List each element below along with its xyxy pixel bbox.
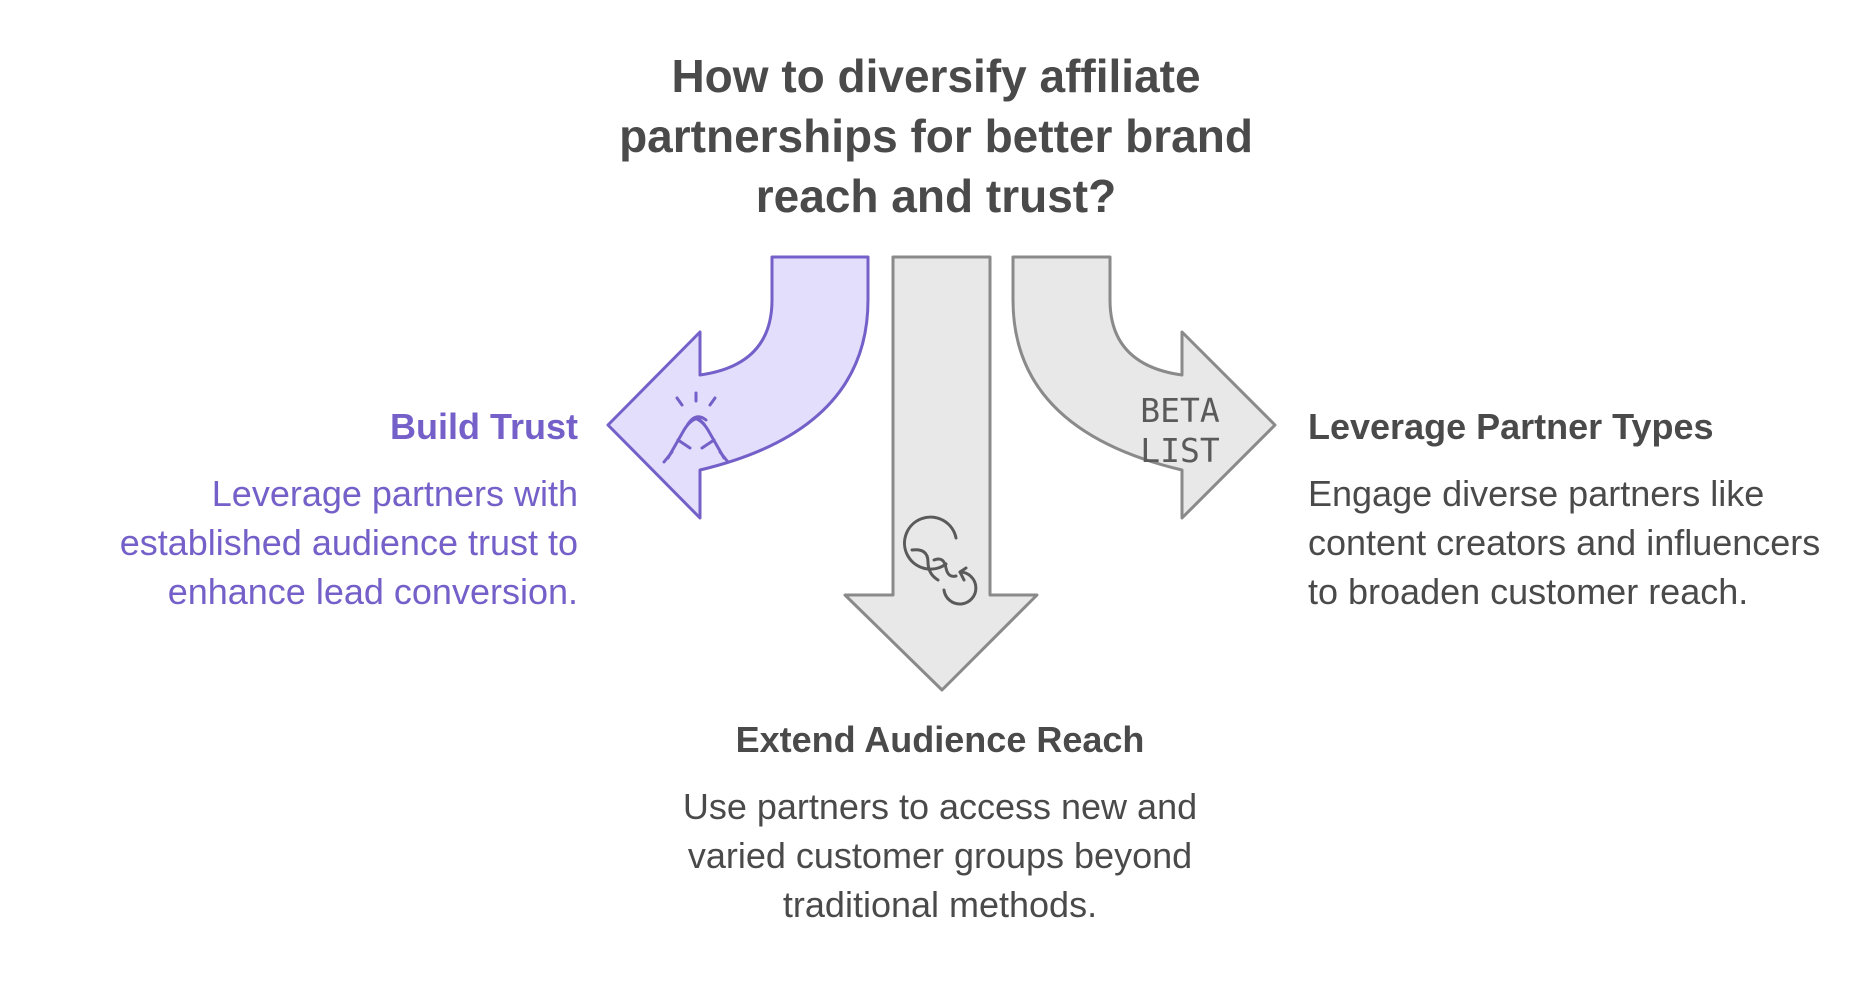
extend-reach-heading: Extend Audience Reach <box>735 719 1145 760</box>
svg-text:BETA: BETA <box>1140 391 1220 430</box>
diagram-title: How to diversify affiliate partnerships … <box>619 50 1253 222</box>
svg-text:LIST: LIST <box>1140 431 1220 470</box>
extend-reach-arrow <box>843 255 1039 692</box>
leverage-partners-description: Engage diverse partners like content cre… <box>1308 473 1821 612</box>
leverage-partners-heading: Leverage Partner Types <box>1308 406 1714 447</box>
handshake-icon <box>662 391 730 464</box>
extend-reach-block: Extend Audience Reach Use partners to ac… <box>640 718 1240 929</box>
build-trust-description: Leverage partners with established audie… <box>119 473 578 612</box>
extend-reach-description: Use partners to access new and varied cu… <box>682 786 1198 925</box>
beta-list-icon: BETA LIST <box>1140 391 1220 470</box>
globe-refresh-icon <box>903 515 978 606</box>
build-trust-arrow <box>606 255 870 520</box>
build-trust-block: Build Trust Leverage partners with estab… <box>40 405 578 616</box>
leverage-partners-block: Leverage Partner Types Engage diverse pa… <box>1308 405 1848 616</box>
build-trust-heading: Build Trust <box>390 406 578 447</box>
leverage-partners-arrow <box>1011 255 1277 520</box>
